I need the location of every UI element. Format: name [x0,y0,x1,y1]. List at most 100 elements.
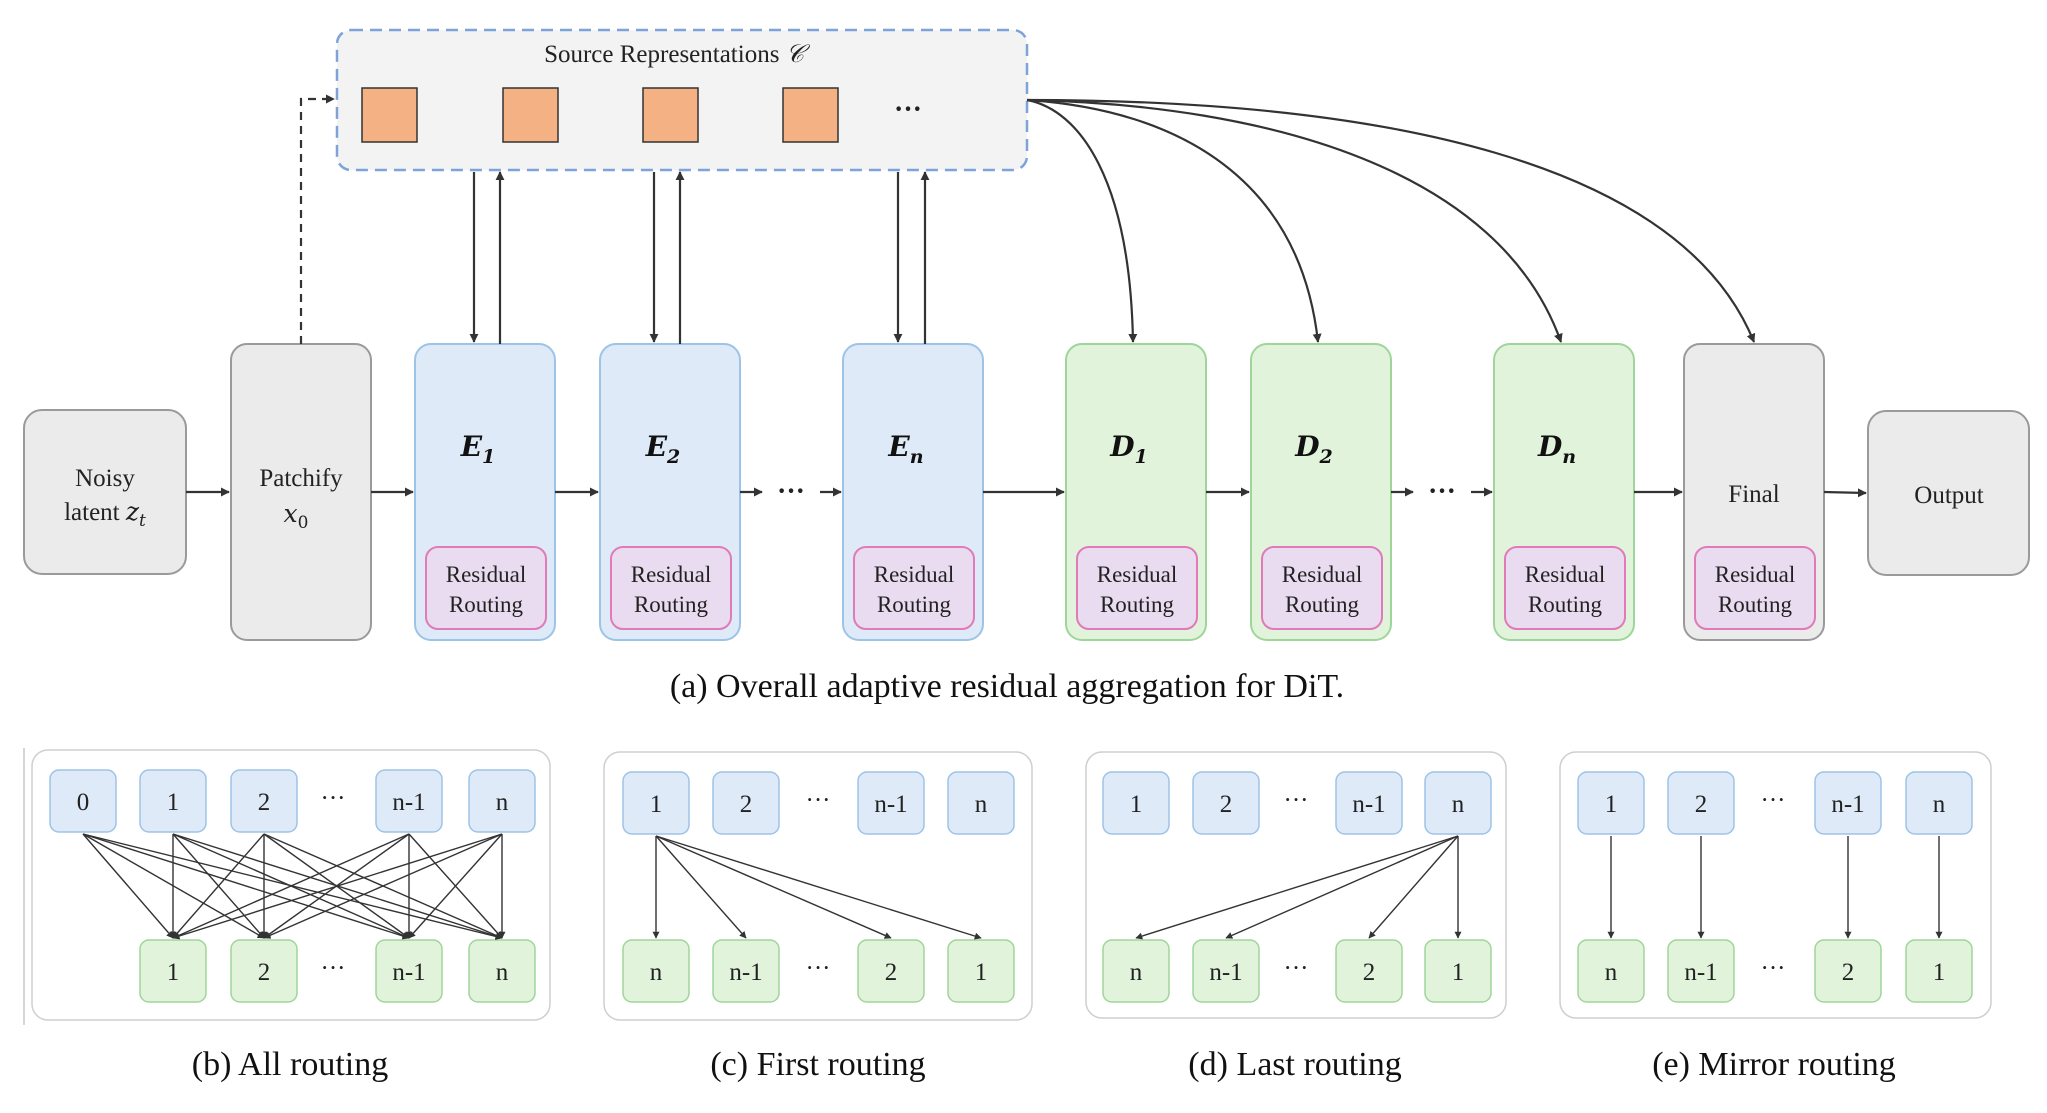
residual-routing-box [1504,546,1626,630]
node-bottom [1335,939,1403,1003]
node-label: 2 [258,789,271,816]
source-label: Source Representations 𝒞 [544,39,811,68]
node-label: n [496,959,509,986]
routing-line1: Residual [1525,562,1606,587]
first-routing-arrows [652,835,982,940]
node-top [1335,771,1403,835]
decoder-ellipsis: ··· [1428,476,1456,507]
node-label: n-1 [729,959,762,986]
caption-d: (d) Last routing [1188,1046,1401,1083]
node-label: 2 [740,791,753,818]
routing-line1: Residual [874,562,955,587]
node-top [1577,771,1645,835]
node-top [139,769,207,833]
node-ellipsis: ··· [321,955,346,982]
node-bottom [1905,939,1973,1003]
node-label: n-1 [1209,959,1242,986]
node-top [1667,771,1735,835]
node-top [622,771,690,835]
node-bottom [1102,939,1170,1003]
node-bottom [622,939,690,1003]
node-label: 1 [167,789,180,816]
node-label: 2 [258,959,271,986]
node-label: n-1 [874,791,907,818]
encoder-label: En [887,430,923,468]
flow-arrows [186,487,1867,498]
node-bottom [139,939,207,1003]
node-ellipsis: ··· [806,955,831,982]
output-block: Output [1867,410,2030,576]
node-top [1102,771,1170,835]
routing-line2: Routing [877,592,952,617]
routing-line1: Residual [446,562,527,587]
node-bottom [1814,939,1882,1003]
encoder-ellipsis: ··· [777,476,805,507]
routing-line2: Routing [634,592,709,617]
node-label: n [496,789,509,816]
patchify-var: x0 [284,499,309,533]
last-routing-arrows [1135,835,1462,940]
panel-last-routing: 1 2 ··· n-1 n n n-1 ··· 2 1 (d) Last rou… [1085,751,1507,1083]
noisy-latent-block: Noisy latent zt [23,409,187,575]
routing-line2: Routing [1718,592,1793,617]
token-square [361,87,418,143]
output-label: Output [1914,482,1984,509]
decoder-label: Dn [1537,430,1576,468]
node-label: 1 [1130,791,1143,818]
node-bottom [857,939,925,1003]
node-label: n-1 [392,789,425,816]
node-label: 2 [1220,791,1233,818]
node-ellipsis: ··· [1761,955,1786,982]
encoder-block-n: En Residual Routing [842,343,984,641]
node-top [49,769,117,833]
residual-routing-box [1076,546,1198,630]
encoder-block-1: E1 Residual Routing [414,343,556,641]
node-top [230,769,298,833]
residual-routing-box [1694,546,1816,630]
node-top [857,771,925,835]
node-label: n [650,959,663,986]
decoder-label: D1 [1109,430,1148,468]
node-label: 0 [77,789,90,816]
panel-all-routing: 0 1 2 ··· n-1 n 1 2 ··· n-1 n [31,749,551,1083]
node-top [1192,771,1260,835]
node-label: n-1 [392,959,425,986]
node-label: 2 [885,959,898,986]
routing-line2: Routing [449,592,524,617]
node-bottom [1192,939,1260,1003]
node-label: 2 [1695,791,1708,818]
residual-routing-box [610,546,732,630]
node-ellipsis: ··· [1284,787,1309,814]
node-label: n-1 [1352,791,1385,818]
decoder-block-2: D2 Residual Routing [1250,343,1392,641]
decoder-label: D2 [1294,430,1333,468]
node-ellipsis: ··· [806,787,831,814]
node-label: 1 [167,959,180,986]
node-top [712,771,780,835]
routing-line2: Routing [1528,592,1603,617]
final-block: Final Residual Routing [1683,343,1825,641]
token-square [782,87,839,143]
node-bottom [1577,939,1645,1003]
node-bottom [230,939,298,1003]
residual-routing-box [853,546,975,630]
node-label: 1 [1933,959,1946,986]
all-routing-arrows [82,833,506,940]
node-top [1905,771,1973,835]
node-top [375,769,443,833]
node-label: n-1 [1684,959,1717,986]
panel-mirror-routing: 1 2 ··· n-1 n n n-1 ··· 2 1 (e) Mirror r… [1559,751,1992,1083]
routing-line1: Residual [1715,562,1796,587]
caption-b: (b) All routing [192,1046,388,1083]
node-label: 2 [1842,959,1855,986]
patchify-to-source-arrow [299,94,335,344]
patchify-label: Patchify [259,465,343,492]
node-ellipsis: ··· [1761,787,1786,814]
node-label: n [1452,791,1465,818]
panel-first-routing: 1 2 ··· n-1 n n n-1 ··· 2 1 (c) First ro… [603,751,1033,1083]
node-top [1814,771,1882,835]
encoder-source-arrows [469,171,930,344]
token-ellipsis: ··· [894,94,922,125]
node-label: 1 [1452,959,1465,986]
